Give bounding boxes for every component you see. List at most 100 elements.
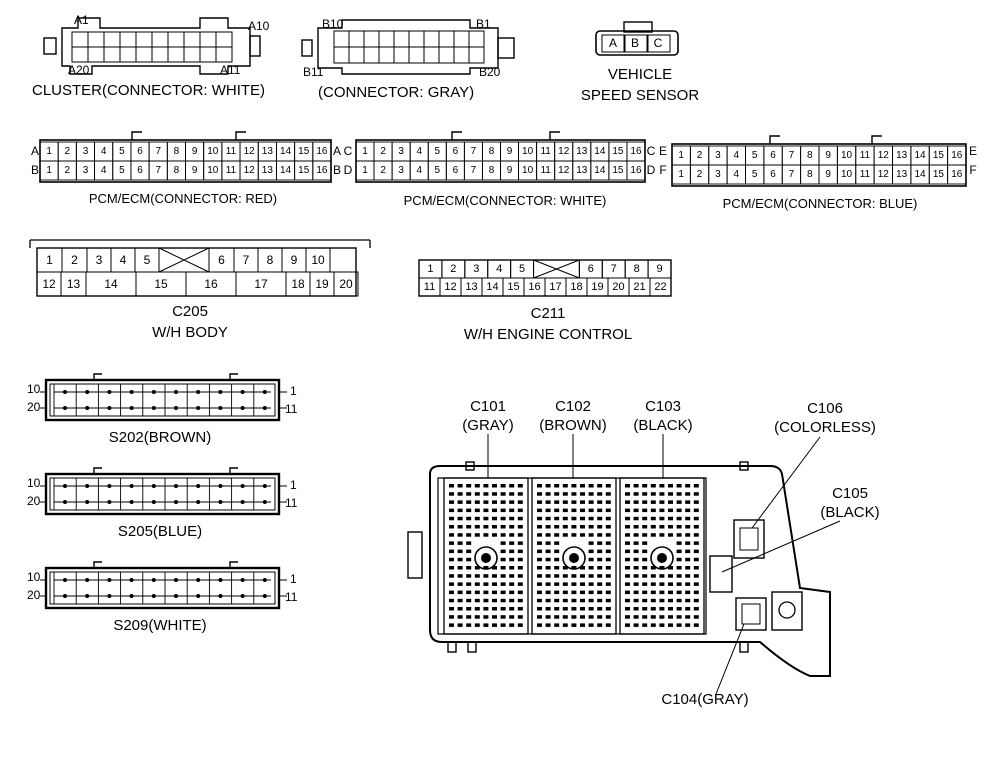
pin-label-a1: A1 — [74, 13, 89, 27]
pcm-blue-pin-number: 1 — [678, 150, 684, 161]
pcm-blue-pin-number: 13 — [896, 150, 908, 161]
c102-terminal-slot — [545, 484, 551, 488]
c103-terminal-slot — [625, 582, 630, 586]
pcm-red-pin-number: 11 — [225, 146, 237, 157]
c101-terminal-slot — [500, 508, 506, 513]
c102-terminal-slot — [562, 598, 568, 603]
pcm-red-caption: PCM/ECM(CONNECTOR: RED) — [88, 191, 278, 206]
c101-terminal-slot — [466, 574, 472, 578]
c103-terminal-slot — [650, 598, 656, 603]
c103-terminal-slot — [659, 492, 665, 496]
c104-socket-inner — [741, 603, 761, 625]
c104-leader — [715, 623, 745, 695]
cluster-pin-cell — [183, 31, 201, 48]
c101-terminal-slot — [457, 516, 463, 521]
c102-terminal-slot — [605, 541, 611, 545]
c101-terminal-slot — [449, 598, 454, 603]
c101-terminal-slot — [517, 508, 523, 513]
pin-label-b10: B10 — [322, 17, 344, 31]
c102-terminal-slot — [545, 574, 551, 578]
c102-terminal-slot — [597, 508, 603, 513]
c103-terminal-slot — [668, 500, 673, 504]
c103-terminal-slot — [659, 574, 665, 578]
c101-terminal-slot — [483, 598, 489, 603]
c211-pin-number: 21 — [633, 281, 646, 293]
c101-terminal-slot — [500, 566, 506, 570]
c102-terminal-slot — [580, 492, 585, 496]
cluster-pin-cell — [183, 46, 201, 63]
s202-pin-11: 11 — [285, 402, 298, 416]
c103-terminal-slot — [659, 590, 665, 595]
c102-terminal-slot — [537, 484, 542, 488]
c101-terminal-slot — [517, 492, 523, 496]
pcm-blue-pin-number: 8 — [807, 150, 813, 161]
c103-terminal-slot — [625, 623, 630, 627]
c102-bolt-center — [569, 553, 579, 563]
cluster-connector-outline — [43, 17, 261, 75]
c103-terminal-slot — [685, 533, 691, 537]
c205-pin-number: 17 — [254, 277, 268, 291]
c103-terminal-slot — [668, 508, 673, 513]
c102-terminal-slot — [537, 590, 542, 595]
c102-terminal-slot — [571, 533, 577, 537]
c102-terminal-slot — [545, 557, 551, 562]
gray-pin-cell — [468, 46, 485, 64]
c103-terminal-slot — [668, 582, 673, 586]
c103-terminal-slot — [676, 516, 682, 521]
c101-terminal-slot — [457, 549, 463, 554]
gray-pin-cell — [423, 30, 440, 48]
c101-terminal-slot — [457, 566, 463, 570]
c101-terminal-slot — [466, 566, 472, 570]
c211-pin-number: 22 — [654, 281, 667, 293]
c211-pin-number: 18 — [570, 281, 583, 293]
c103-terminal-slot — [633, 500, 639, 504]
c102-terminal-slot — [571, 598, 577, 603]
pcm-white-pin-number: 12 — [558, 146, 570, 157]
c101-terminal-slot — [483, 525, 489, 529]
relay-socket — [771, 591, 803, 631]
c101-terminal-slot — [457, 590, 463, 595]
c101-terminal-slot — [466, 623, 472, 627]
c101-terminal-slot — [474, 508, 480, 513]
pcm-white-pin-number: 1 — [362, 146, 368, 157]
c103-terminal-slot — [633, 492, 639, 496]
c205-pin-number: 20 — [339, 277, 353, 291]
c101-terminal-slot — [517, 607, 523, 611]
c101-terminal-slot — [449, 541, 454, 545]
pcm-blue-pin-number: 7 — [788, 169, 795, 180]
pcm-blue-pin-number: 7 — [788, 150, 795, 161]
pcm-white-tab — [451, 131, 462, 140]
c101-terminal-slot — [466, 508, 472, 513]
c102-terminal-slot — [588, 574, 594, 578]
c103-terminal-slot — [685, 607, 691, 611]
c102-terminal-slot — [537, 557, 542, 562]
c211-connector-grid — [418, 259, 672, 297]
c102-terminal-slot — [580, 623, 585, 627]
c103-terminal-slot — [659, 566, 665, 570]
c103-terminal-slot — [633, 557, 639, 562]
c103-terminal-slot — [676, 598, 682, 603]
c102-terminal-slot — [588, 541, 594, 545]
c102-terminal-slot — [571, 516, 577, 521]
c102-terminal-slot — [597, 557, 603, 562]
pcm-blue-pin-number: 12 — [877, 150, 889, 161]
c103-terminal-slot — [650, 516, 656, 521]
s209-pin-11: 11 — [285, 590, 298, 604]
pin-label-b20: B20 — [479, 65, 501, 79]
c101-terminal-slot — [466, 533, 472, 537]
c101-terminal-slot — [466, 615, 472, 619]
s209-pin-10: 10 — [27, 570, 41, 584]
c205-pin-number: 8 — [266, 253, 274, 267]
c205-pin-number: 2 — [71, 253, 78, 267]
pcm-white-pin-number: 14 — [594, 165, 606, 176]
gray-pin-cell — [348, 46, 365, 64]
c102-terminal-slot — [597, 607, 603, 611]
c103-terminal-slot — [676, 525, 682, 529]
pcm-white-pin-number: 6 — [452, 146, 459, 157]
gray-pin-cell — [348, 30, 365, 48]
c101-terminal-slot — [500, 541, 506, 545]
c103-terminal-slot — [650, 590, 656, 595]
pcm-white-pin-cell — [626, 160, 646, 181]
pcm-red-pin-cell — [312, 160, 332, 181]
c103-terminal-slot — [642, 500, 648, 504]
